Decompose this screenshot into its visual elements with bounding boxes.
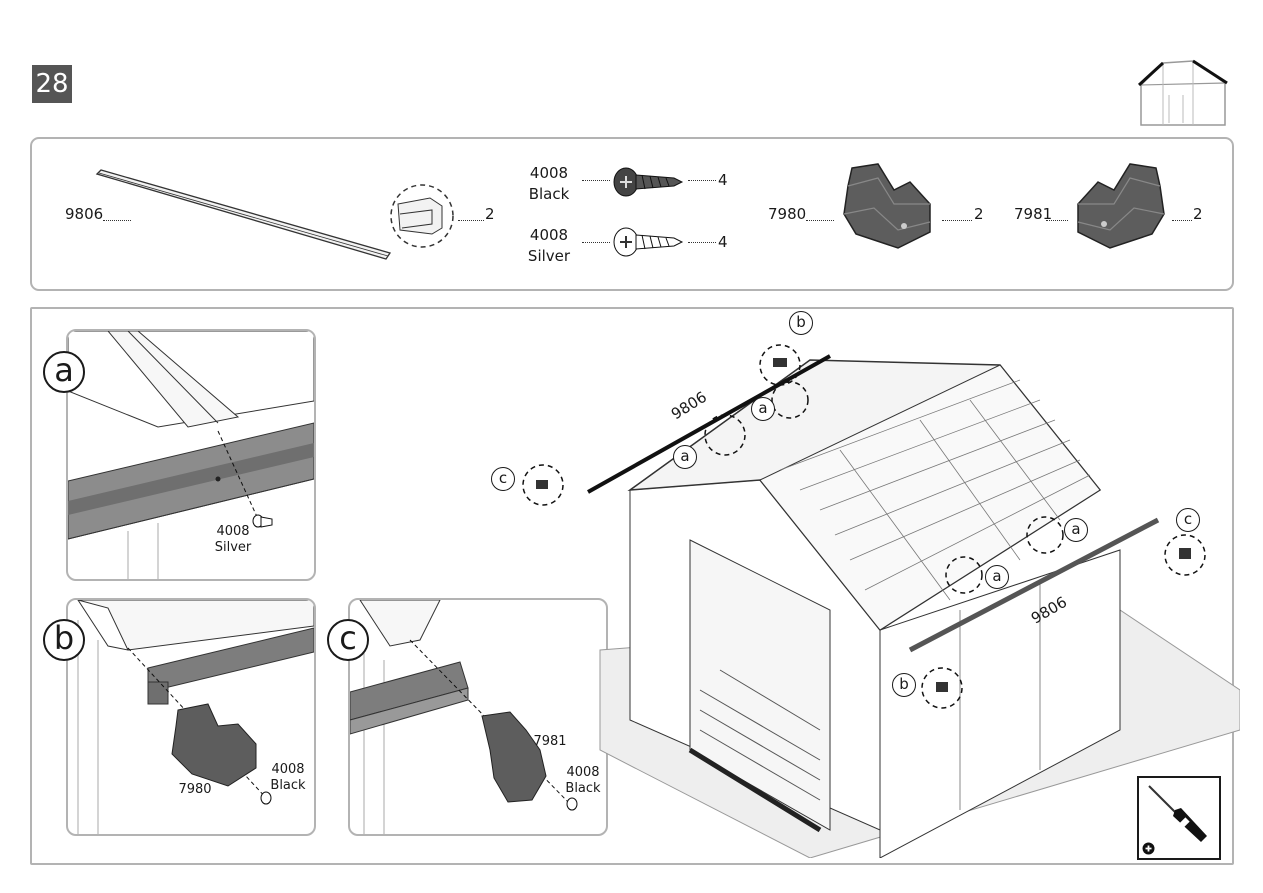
detail-c-screw-note: 4008 Black (561, 765, 605, 797)
leader-dots (1046, 220, 1068, 221)
detail-c-cap-code: 7981 (533, 734, 567, 749)
detail-c-callout: c (327, 619, 369, 661)
detail-c-panel (348, 598, 608, 836)
callout-a: a (1064, 518, 1088, 542)
callout-c: c (1176, 508, 1200, 532)
cap-7980-icon (843, 163, 931, 249)
screw-black-finish: Black (528, 185, 570, 203)
callout-a: a (751, 397, 775, 421)
rail-9806-drawing (95, 169, 392, 260)
callout-a: a (673, 445, 697, 469)
leader-dots (688, 242, 716, 243)
leader-dots (806, 220, 834, 221)
callout-b: b (892, 673, 916, 697)
cap-7981-qty: 2 (1193, 205, 1203, 223)
screw-black-icon (613, 167, 684, 197)
detail-b-drawing (77, 600, 314, 834)
callout-a: a (985, 565, 1009, 589)
callout-c: c (491, 467, 515, 491)
detail-b-callout: b (43, 619, 85, 661)
rail-code: 9806 (65, 205, 104, 223)
cap-7980-qty: 2 (974, 205, 984, 223)
cap-7981-code: 7981 (1014, 205, 1053, 223)
screw-silver-code: 4008 (529, 226, 569, 244)
callout-b: b (789, 311, 813, 335)
shed-assembly-drawing (522, 344, 1240, 858)
screw-silver-qty: 4 (718, 233, 728, 251)
detail-a-drawing (68, 331, 314, 579)
screw-black-code: 4008 (529, 164, 569, 182)
screw-code: 4008 (271, 762, 305, 777)
phillips-plus-icon (1142, 842, 1155, 855)
tool-required-panel (1137, 776, 1221, 860)
detail-c-drawing (350, 600, 578, 834)
step-number-badge: 28 (32, 65, 72, 103)
leader-dots (582, 180, 610, 181)
screw-silver-icon (613, 227, 684, 257)
detail-b-cap-code: 7980 (178, 782, 212, 797)
screw-black-qty: 4 (718, 171, 728, 189)
screw-code: 4008 (216, 524, 250, 539)
detail-a-panel (66, 329, 316, 581)
leader-dots (942, 220, 972, 221)
detail-a-callout: a (43, 351, 85, 393)
screw-silver-finish: Silver (527, 247, 571, 265)
cap-7981-icon (1077, 163, 1165, 249)
screw-black-label: 4008 Black (523, 163, 575, 205)
leader-dots (582, 242, 610, 243)
parts-list-panel (30, 137, 1234, 291)
leader-dots (103, 220, 131, 221)
screw-code: 4008 (566, 765, 600, 780)
cap-7980-code: 7980 (768, 205, 807, 223)
shed-thumbnail-icon (1137, 59, 1228, 126)
detail-a-screw-note: 4008 Silver (210, 524, 256, 556)
screwdriver-icon (1148, 785, 1207, 842)
screw-silver-label: 4008 Silver (523, 225, 575, 267)
leader-dots (1172, 220, 1192, 221)
leader-dots (688, 180, 716, 181)
rail-profile-detail (390, 184, 454, 248)
detail-b-panel (66, 598, 316, 836)
screw-finish: Silver (214, 540, 252, 555)
leader-dots (458, 220, 484, 221)
screw-finish: Black (565, 781, 601, 796)
rail-qty: 2 (485, 205, 495, 223)
screw-finish: Black (270, 778, 306, 793)
detail-b-screw-note: 4008 Black (266, 762, 310, 794)
